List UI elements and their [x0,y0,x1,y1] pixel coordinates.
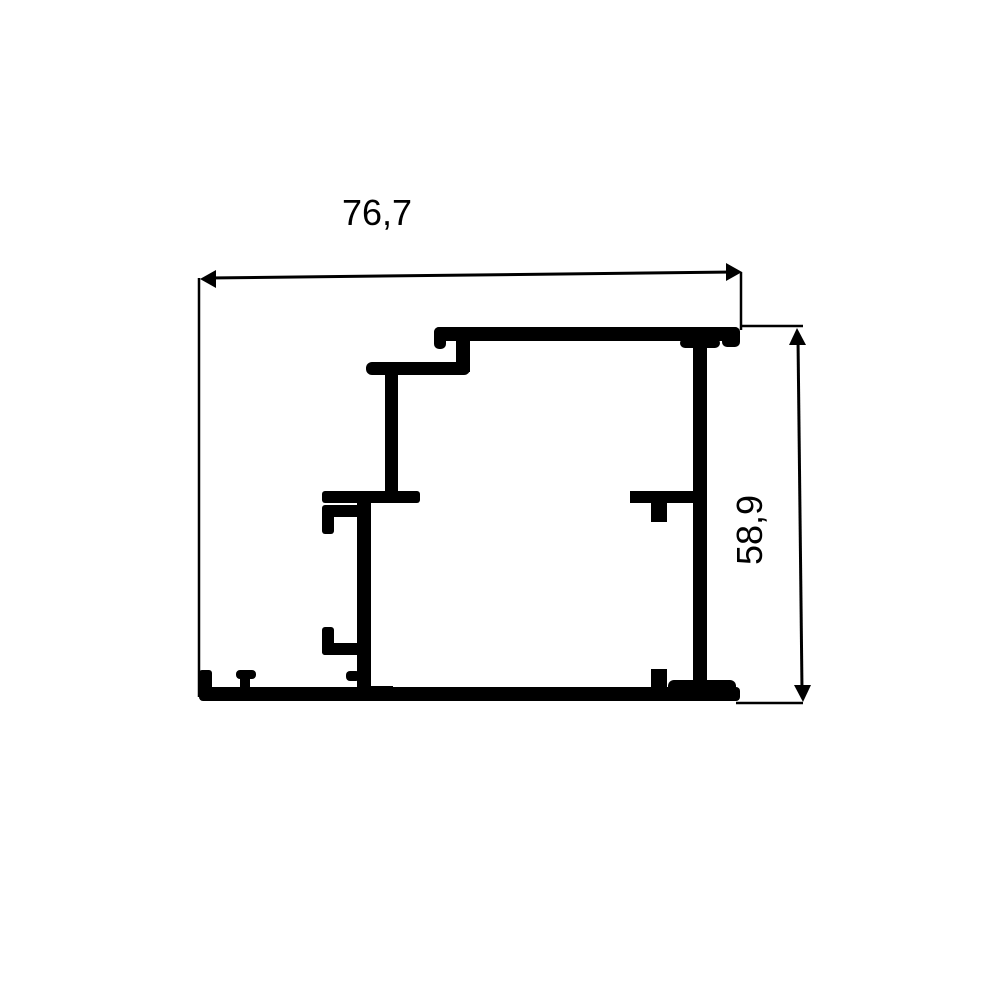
arrowhead-left-icon [200,270,216,288]
width-dimension-line [207,270,735,280]
height-dimension-line [796,337,804,691]
height-dimension: 58,9 [729,324,811,705]
width-dimension: 76,7 [197,192,743,697]
arrowhead-right-icon [726,263,742,281]
height-dimension-label: 58,9 [729,495,770,565]
arrowhead-down-icon [794,685,811,702]
width-dimension-label: 76,7 [342,192,412,233]
profile-section [199,327,740,701]
arrowhead-up-icon [789,328,806,345]
